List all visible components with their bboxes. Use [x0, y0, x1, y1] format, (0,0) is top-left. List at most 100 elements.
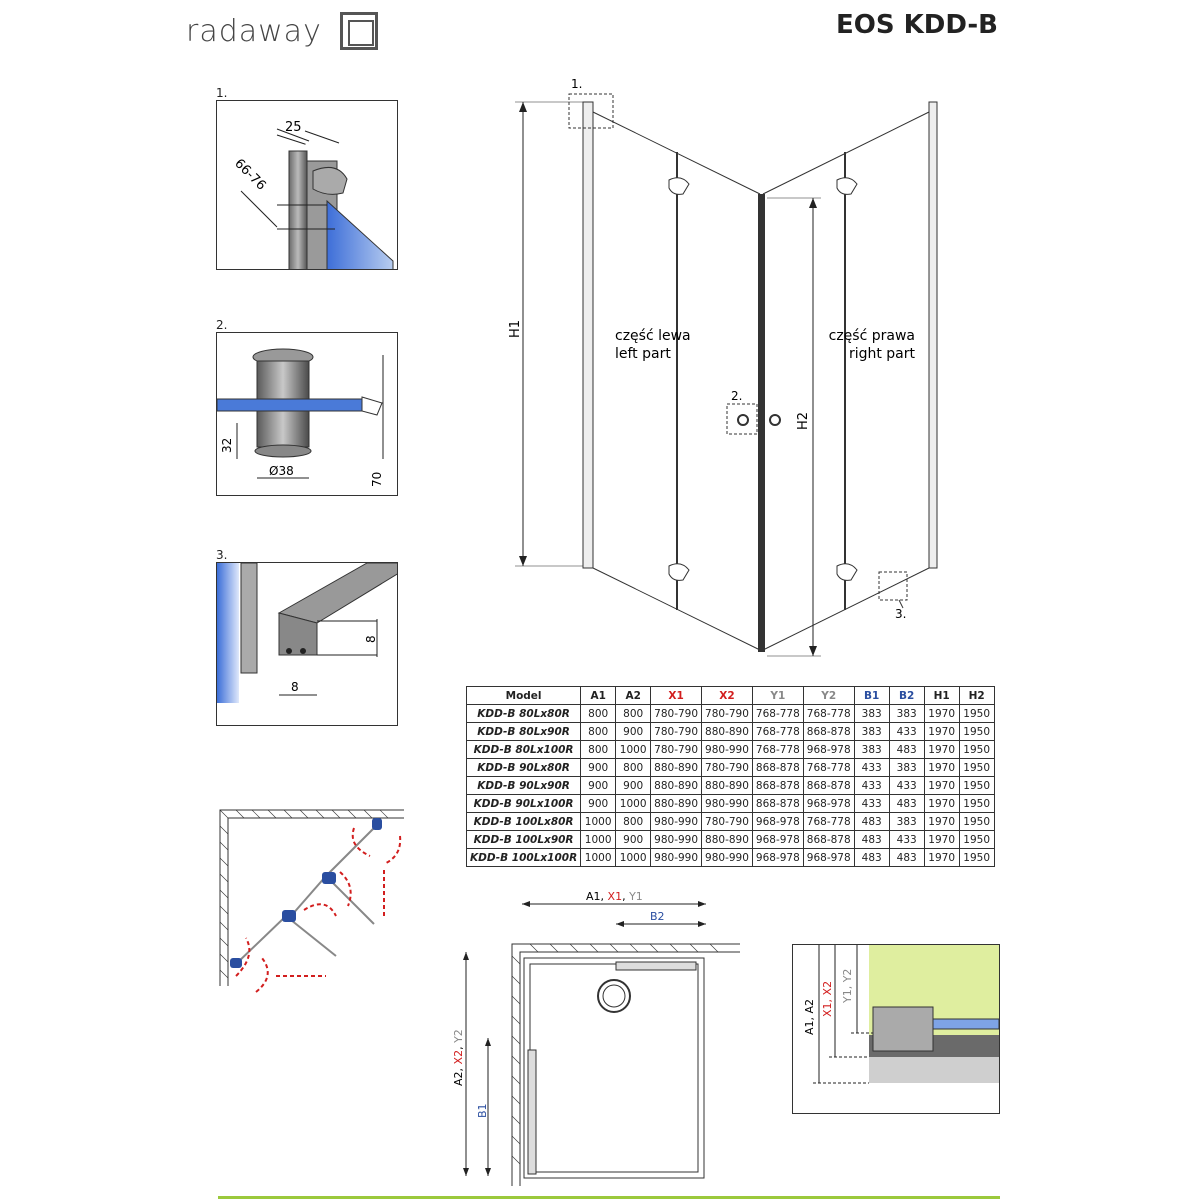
- table-cell: 968-978: [802, 740, 855, 759]
- table-cell: 980-990: [701, 794, 753, 813]
- detail-1-panel: 25 66-76: [216, 100, 398, 270]
- table-cell: 1950: [958, 722, 995, 741]
- table-cell-model: KDD-B 80Lx80R: [465, 704, 582, 723]
- table-cell: 868-878: [802, 722, 855, 741]
- table-header-x2: X2: [701, 686, 753, 705]
- plan-dim-y1: Y1: [628, 890, 643, 903]
- callout-1: 1.: [571, 77, 582, 91]
- table-cell: 780-790: [650, 722, 703, 741]
- table-cell: 900: [615, 776, 652, 795]
- table-cell: 433: [888, 722, 925, 741]
- table-header-h1: H1: [923, 686, 960, 705]
- table-cell: 768-778: [751, 722, 804, 741]
- table-cell-model: KDD-B 90Lx90R: [465, 776, 582, 795]
- table-cell: 1950: [958, 812, 995, 831]
- table-cell: 800: [615, 758, 652, 777]
- detail-2-panel: 32 Ø38 70: [216, 332, 398, 496]
- left-part-label-pl: część lewa: [615, 328, 691, 344]
- plan-dim-x2: X2: [452, 1050, 465, 1065]
- table-cell: 1970: [923, 722, 960, 741]
- table-cell: 383: [888, 812, 925, 831]
- table-cell: 1000: [580, 812, 617, 831]
- brand-logo-icon: [340, 12, 378, 50]
- table-cell: 1950: [958, 830, 995, 849]
- table-cell: 868-878: [802, 830, 855, 849]
- section-dim-y: Y1, Y2: [841, 969, 854, 1004]
- table-cell-model: KDD-B 100Lx80R: [465, 812, 582, 831]
- table-cell: 1000: [615, 794, 652, 813]
- table-cell: 1970: [923, 830, 960, 849]
- table-cell: 880-890: [701, 776, 753, 795]
- table-cell: 1950: [958, 794, 995, 813]
- table-header-b1: B1: [853, 686, 890, 705]
- table-cell: 1000: [615, 848, 652, 867]
- table-cell: 868-878: [751, 758, 804, 777]
- plan-dim-a1: A1,: [586, 890, 608, 903]
- table-cell: 1970: [923, 776, 960, 795]
- table-cell-model: KDD-B 100Lx90R: [465, 830, 582, 849]
- table-cell: 768-778: [802, 758, 855, 777]
- table-cell: 383: [888, 758, 925, 777]
- table-cell: 780-790: [701, 812, 753, 831]
- dim-h1: H1: [508, 320, 523, 338]
- table-cell: 968-978: [751, 812, 804, 831]
- plan-dim-y2: Y2: [452, 1029, 465, 1044]
- table-cell: 880-890: [701, 830, 753, 849]
- detail-1-dim-top: 25: [285, 120, 302, 135]
- table-header-y2: Y2: [802, 686, 855, 705]
- table-cell: 768-778: [751, 740, 804, 759]
- detail-3-dim-horizontal: 8: [291, 680, 299, 694]
- section-dim-x: X1, X2: [821, 981, 834, 1017]
- detail-3-panel: 8 8: [216, 562, 398, 726]
- table-cell: 968-978: [802, 794, 855, 813]
- table-cell: 800: [580, 740, 617, 759]
- table-cell: 1950: [958, 704, 995, 723]
- table-cell: 800: [615, 704, 652, 723]
- table-cell: 780-790: [650, 704, 703, 723]
- table-header-h2: H2: [958, 686, 995, 705]
- table-cell: 1000: [580, 848, 617, 867]
- plan-dim-x1: X1: [608, 890, 623, 903]
- table-cell: 483: [888, 848, 925, 867]
- table-cell: 1000: [615, 740, 652, 759]
- table-cell: 900: [580, 776, 617, 795]
- table-cell: 483: [853, 812, 890, 831]
- table-cell: 433: [888, 776, 925, 795]
- table-cell: 880-890: [650, 794, 703, 813]
- table-header-b2: B2: [888, 686, 925, 705]
- table-cell: 980-990: [701, 740, 753, 759]
- plan-dim-b2: B2: [650, 910, 665, 923]
- table-cell: 900: [615, 722, 652, 741]
- plan-dim-a2: A2,: [452, 1064, 465, 1086]
- table-header-model: Model: [465, 686, 582, 705]
- table-cell-model: KDD-B 80Lx90R: [465, 722, 582, 741]
- right-part-label-pl: część prawa: [829, 328, 915, 344]
- table-cell: 980-990: [650, 848, 703, 867]
- left-part-label-en: left part: [615, 346, 671, 362]
- table-cell: 800: [580, 722, 617, 741]
- table-cell: 483: [888, 794, 925, 813]
- table-cell: 433: [853, 758, 890, 777]
- table-cell: 868-878: [751, 794, 804, 813]
- table-cell: 1950: [958, 848, 995, 867]
- table-cell-model: KDD-B 80Lx100R: [465, 740, 582, 759]
- table-cell: 383: [853, 740, 890, 759]
- table-cell: 433: [853, 776, 890, 795]
- table-cell: 980-990: [650, 830, 703, 849]
- table-cell-model: KDD-B 100Lx100R: [465, 848, 582, 867]
- table-cell: 800: [615, 812, 652, 831]
- plan-dim-sep1: ,: [622, 890, 629, 903]
- table-cell: 780-790: [701, 758, 753, 777]
- shower-main-drawing: H1 1. 2. 3. H2 część lewa left part częś…: [505, 76, 945, 666]
- table-cell: 900: [580, 794, 617, 813]
- table-cell: 768-778: [802, 704, 855, 723]
- table-cell: 1950: [958, 758, 995, 777]
- table-cell: 383: [853, 704, 890, 723]
- detail-3-label: 3.: [216, 548, 228, 562]
